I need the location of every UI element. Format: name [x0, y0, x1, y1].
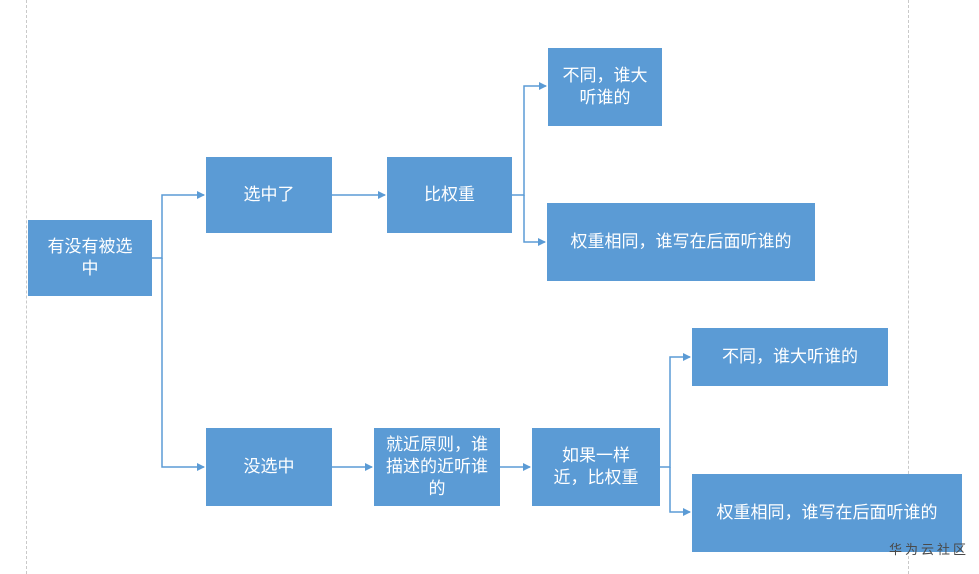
node-proximity: 就近原则，谁描述的近听谁的 — [374, 428, 500, 506]
node-equally-near: 如果一样近，比权重 — [532, 428, 660, 506]
connector-root-to-not-selected — [161, 258, 205, 471]
node-root: 有没有被选中 — [28, 220, 152, 296]
node-diff-weight-2: 不同，谁大听谁的 — [692, 328, 888, 386]
right-guide-line — [908, 0, 909, 574]
connector-compare-to-diff — [512, 82, 547, 196]
connector-equally-near-to-diff — [660, 353, 691, 468]
node-same-weight: 权重相同，谁写在后面听谁的 — [547, 203, 815, 281]
connector-compare-to-same — [523, 195, 546, 246]
node-compare-weight: 比权重 — [387, 157, 512, 233]
watermark-text: 华为云社区 — [888, 543, 969, 558]
connector-root-to-selected — [152, 191, 205, 259]
node-not-selected: 没选中 — [206, 428, 332, 506]
node-diff-weight: 不同，谁大听谁的 — [548, 48, 662, 126]
node-same-weight-2: 权重相同，谁写在后面听谁的 — [692, 474, 962, 552]
connector-equally-near-to-same — [669, 467, 691, 516]
left-guide-line — [26, 0, 27, 574]
node-selected: 选中了 — [206, 157, 332, 233]
